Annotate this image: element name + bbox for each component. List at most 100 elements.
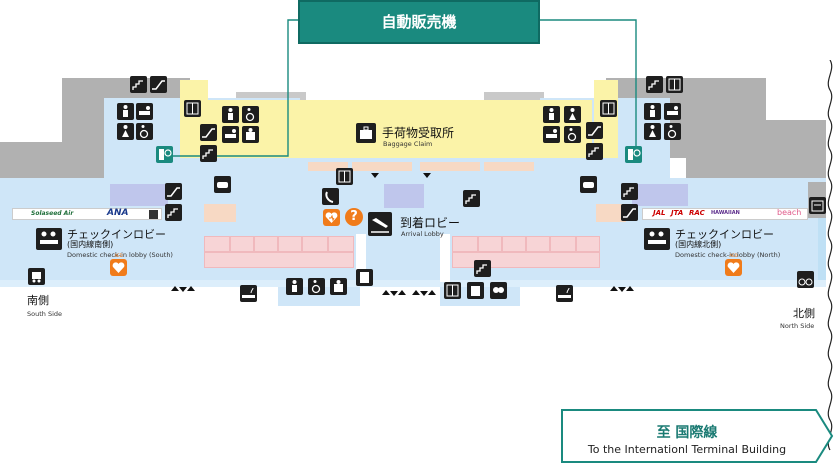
entrance-arrow bbox=[610, 286, 618, 291]
stairs-icon bbox=[474, 260, 491, 277]
nursing-room-icon bbox=[222, 126, 239, 143]
phone-icon bbox=[356, 269, 373, 286]
restroom-icon bbox=[117, 103, 134, 120]
vending-machine-icon[interactable] bbox=[156, 146, 173, 163]
wheelchair-icon bbox=[242, 106, 259, 123]
entrance-arrow bbox=[626, 286, 634, 291]
locker-icon bbox=[467, 282, 484, 299]
escalator-icon bbox=[621, 204, 638, 221]
international-terminal-label-en: To the Internationl Terminal Building bbox=[587, 443, 787, 456]
restroom-icon bbox=[644, 123, 661, 140]
map-break-line bbox=[827, 60, 833, 451]
international-terminal-label-ja: 至 国際線 bbox=[656, 425, 718, 441]
shop-salmon-right bbox=[596, 204, 626, 222]
aed-icon: AED bbox=[725, 253, 742, 276]
bicycle-icon bbox=[797, 271, 814, 288]
counter-left-4 bbox=[278, 236, 302, 252]
vending-machine-icon[interactable] bbox=[625, 146, 642, 163]
floor-outer-strip bbox=[0, 280, 826, 287]
nursing-room-icon bbox=[136, 103, 153, 120]
elevator-icon bbox=[666, 76, 683, 93]
escalator-icon bbox=[165, 183, 182, 200]
counter-left-6 bbox=[328, 236, 354, 252]
information-icon: ? bbox=[345, 208, 363, 226]
counter-right-4 bbox=[526, 236, 550, 252]
counter-left-7 bbox=[204, 252, 354, 268]
wheelchair-icon bbox=[308, 278, 325, 295]
exit-strip-2 bbox=[352, 162, 412, 171]
restroom-icon bbox=[644, 103, 661, 120]
aed-icon: AED bbox=[110, 253, 127, 276]
counter-right-5 bbox=[550, 236, 576, 252]
exit-strip-3 bbox=[420, 162, 480, 171]
locker-icon bbox=[330, 278, 347, 295]
airline-logo-jal: JAL bbox=[653, 209, 666, 217]
counter-left-2 bbox=[230, 236, 254, 252]
entrance-arrow bbox=[371, 173, 379, 178]
counter-right-1 bbox=[452, 236, 478, 252]
airline-logo-rac: RAC bbox=[689, 209, 705, 217]
smoking-area-icon bbox=[556, 285, 573, 302]
shop-right bbox=[632, 184, 688, 206]
smoking-area-icon bbox=[240, 285, 257, 302]
counter-left-1 bbox=[204, 236, 230, 252]
restroom-icon bbox=[286, 278, 303, 295]
vending-callout-box: 自動販売機 bbox=[298, 0, 540, 44]
entrance-arrow bbox=[412, 290, 420, 295]
separator-right bbox=[440, 234, 450, 282]
airline-logo-beach: beach bbox=[777, 208, 802, 217]
entrance-arrow bbox=[420, 291, 428, 296]
phone-icon bbox=[490, 282, 507, 299]
shop-salmon-left bbox=[204, 204, 236, 222]
nursing-room-icon bbox=[543, 126, 560, 143]
elevator-icon bbox=[444, 282, 461, 299]
atm-icon bbox=[809, 197, 826, 214]
escalator-icon bbox=[150, 76, 167, 93]
vending-callout-title: 自動販売機 bbox=[381, 13, 457, 31]
checkin-icon bbox=[644, 228, 670, 250]
phone-icon bbox=[214, 176, 231, 193]
stairs-icon bbox=[165, 204, 182, 221]
counter-right-2 bbox=[478, 236, 502, 252]
entrance-arrow bbox=[390, 291, 398, 296]
elevator-icon bbox=[184, 100, 201, 117]
wall-left-far bbox=[0, 142, 110, 178]
counter-right-6 bbox=[576, 236, 600, 252]
stroller-icon bbox=[28, 268, 45, 285]
shop-left bbox=[110, 184, 168, 206]
baggage-icon bbox=[356, 123, 376, 143]
baggage-claim-area bbox=[200, 100, 592, 158]
airline-logo-ana: ANA bbox=[107, 208, 129, 218]
elevator-icon bbox=[336, 168, 353, 185]
airline-logo-square bbox=[149, 210, 158, 219]
entrance-arrow bbox=[398, 290, 406, 295]
charging-icon bbox=[580, 176, 597, 193]
checkin-icon bbox=[36, 228, 62, 250]
elevator-icon bbox=[600, 100, 617, 117]
wall-right-far bbox=[686, 120, 826, 182]
counter-left-3 bbox=[254, 236, 278, 252]
stairs-icon bbox=[586, 143, 603, 160]
aed-icon bbox=[323, 209, 340, 226]
stairs-icon bbox=[621, 183, 638, 200]
locker-icon bbox=[242, 126, 259, 143]
stairs-icon bbox=[200, 145, 217, 162]
arrival-icon bbox=[368, 212, 392, 236]
restroom-icon bbox=[117, 123, 134, 140]
phone-icon bbox=[322, 188, 339, 205]
wheelchair-icon bbox=[564, 126, 581, 143]
wheelchair-icon bbox=[136, 123, 153, 140]
entrance-arrow bbox=[171, 286, 179, 291]
exit-strip-1 bbox=[308, 162, 348, 171]
counter-left-5 bbox=[302, 236, 328, 252]
stairs-icon bbox=[130, 76, 147, 93]
wheelchair-icon bbox=[664, 123, 681, 140]
restroom-icon bbox=[222, 106, 239, 123]
exit-strip-4 bbox=[484, 162, 534, 171]
airline-banner-north: JAL JTA RAC HAWAIIAN beach bbox=[642, 208, 808, 220]
restroom-icon bbox=[564, 106, 581, 123]
escalator-icon bbox=[586, 122, 603, 139]
entrance-arrow bbox=[179, 287, 187, 292]
international-terminal-sign[interactable] bbox=[560, 408, 836, 464]
entrance-arrow bbox=[428, 290, 436, 295]
